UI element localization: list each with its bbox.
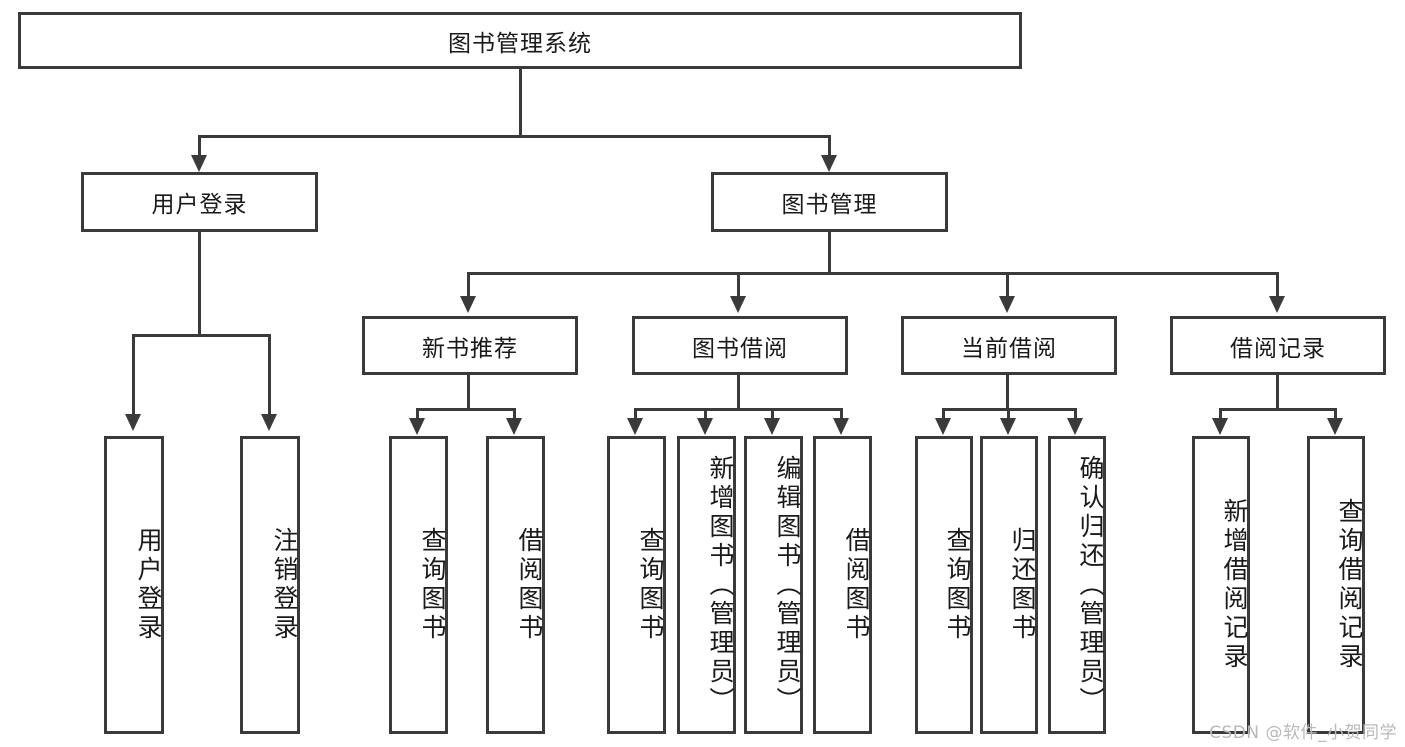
edge-level1-bar xyxy=(198,135,831,138)
arrow-borrow-leaf-2 xyxy=(697,418,713,435)
arrow-user-login-leaf-1 xyxy=(125,414,141,431)
edge-to-borrow xyxy=(737,272,740,300)
leaf-new-book-query[interactable]: 查询图书 xyxy=(389,436,448,734)
node-label: 用户登录 xyxy=(151,192,248,218)
edge-borrow-drop-4 xyxy=(840,408,843,420)
node-book-manage[interactable]: 图书管理 xyxy=(711,172,948,232)
edge-to-user-login xyxy=(198,135,201,160)
edge-borrow-bar xyxy=(634,408,842,411)
edge-to-new-book xyxy=(467,272,470,300)
node-label: 当前借阅 xyxy=(961,335,1057,362)
node-label: 注销登录 xyxy=(270,527,299,643)
arrow-records-leaf-2 xyxy=(1327,418,1343,435)
edge-user-login-drop-1 xyxy=(132,334,135,418)
node-label: 查询图书 xyxy=(418,527,447,643)
edge-to-current xyxy=(1006,272,1009,300)
edge-user-login-bar xyxy=(132,334,268,337)
arrow-to-user-login xyxy=(191,155,207,172)
edge-new-book-drop-1 xyxy=(416,408,419,420)
node-label: 图书借阅 xyxy=(692,335,788,362)
arrow-to-current xyxy=(999,296,1015,313)
edge-records-drop-1 xyxy=(1219,408,1222,420)
node-label: 编辑图书（管理员） xyxy=(773,454,802,716)
edge-current-drop-1 xyxy=(942,408,945,420)
node-label: 确认归还（管理员） xyxy=(1076,454,1105,716)
edge-new-book-bar xyxy=(416,408,516,411)
leaf-records-query-record[interactable]: 查询借阅记录 xyxy=(1307,436,1365,734)
arrow-borrow-leaf-4 xyxy=(833,418,849,435)
node-label: 新书推荐 xyxy=(422,335,518,362)
edge-user-login-stem xyxy=(198,232,201,336)
node-label: 图书管理 xyxy=(781,192,878,218)
edge-records-bar xyxy=(1219,408,1337,411)
node-borrow-records[interactable]: 借阅记录 xyxy=(1170,316,1386,375)
node-new-book-recommend[interactable]: 新书推荐 xyxy=(362,316,578,375)
edge-level2-bar xyxy=(467,272,1279,275)
leaf-records-add-record[interactable]: 新增借阅记录 xyxy=(1192,436,1250,734)
node-user-login[interactable]: 用户登录 xyxy=(81,172,318,232)
edge-current-stem xyxy=(1006,375,1009,410)
node-root-system[interactable]: 图书管理系统 xyxy=(18,12,1022,69)
edge-current-drop-2 xyxy=(1007,408,1010,420)
edge-current-drop-3 xyxy=(1074,408,1077,420)
node-current-borrow[interactable]: 当前借阅 xyxy=(901,316,1117,375)
node-label: 查询借阅记录 xyxy=(1335,498,1364,672)
leaf-current-confirm-return-admin[interactable]: 确认归还（管理员） xyxy=(1048,436,1106,734)
csdn-watermark: CSDN @软件_小贺同学 xyxy=(1209,723,1397,743)
edge-book-manage-stem xyxy=(828,232,831,274)
arrow-to-records xyxy=(1269,296,1285,313)
arrow-new-book-leaf-1 xyxy=(409,418,425,435)
edge-new-book-stem xyxy=(467,375,470,410)
arrow-new-book-leaf-2 xyxy=(506,418,522,435)
edge-records-drop-2 xyxy=(1334,408,1337,420)
leaf-borrow-add-book-admin[interactable]: 新增图书（管理员） xyxy=(677,436,736,734)
leaf-current-return-book[interactable]: 归还图书 xyxy=(980,436,1038,734)
edge-user-login-drop-2 xyxy=(268,334,271,418)
leaf-current-query-book[interactable]: 查询图书 xyxy=(915,436,973,734)
leaf-user-login[interactable]: 用户登录 xyxy=(104,436,164,734)
node-label: 用户登录 xyxy=(134,527,163,643)
arrow-user-login-leaf-2 xyxy=(261,414,277,431)
edge-borrow-drop-1 xyxy=(634,408,637,420)
node-label: 查询图书 xyxy=(943,527,972,643)
node-label: 借阅图书 xyxy=(842,527,871,643)
arrow-to-new-book xyxy=(460,296,476,313)
arrow-borrow-leaf-1 xyxy=(627,418,643,435)
arrow-records-leaf-1 xyxy=(1212,418,1228,435)
node-label: 借阅记录 xyxy=(1230,335,1326,362)
arrow-borrow-leaf-3 xyxy=(764,418,780,435)
edge-borrow-stem xyxy=(737,375,740,410)
leaf-borrow-borrow-book[interactable]: 借阅图书 xyxy=(813,436,872,734)
leaf-borrow-query-book[interactable]: 查询图书 xyxy=(607,436,666,734)
node-label: 新增图书（管理员） xyxy=(706,454,735,716)
edge-records-stem xyxy=(1276,375,1279,410)
arrow-to-book-manage xyxy=(821,155,837,172)
arrow-current-leaf-3 xyxy=(1067,418,1083,435)
edge-borrow-drop-3 xyxy=(771,408,774,420)
node-label: 归还图书 xyxy=(1008,527,1037,643)
edge-root-stem xyxy=(519,69,522,137)
edge-to-records xyxy=(1276,272,1279,300)
edge-to-book-manage xyxy=(828,135,831,160)
arrow-current-leaf-1 xyxy=(935,418,951,435)
edge-borrow-drop-2 xyxy=(704,408,707,420)
node-book-borrow[interactable]: 图书借阅 xyxy=(632,316,848,375)
leaf-new-book-borrow[interactable]: 借阅图书 xyxy=(486,436,545,734)
arrow-to-borrow xyxy=(730,296,746,313)
leaf-borrow-edit-book-admin[interactable]: 编辑图书（管理员） xyxy=(744,436,803,734)
node-label: 查询图书 xyxy=(636,527,665,643)
arrow-current-leaf-2 xyxy=(1000,418,1016,435)
node-label: 借阅图书 xyxy=(515,527,544,643)
node-label: 图书管理系统 xyxy=(448,30,592,57)
node-label: 新增借阅记录 xyxy=(1220,498,1249,672)
edge-new-book-drop-2 xyxy=(513,408,516,420)
leaf-user-logout[interactable]: 注销登录 xyxy=(240,436,300,734)
